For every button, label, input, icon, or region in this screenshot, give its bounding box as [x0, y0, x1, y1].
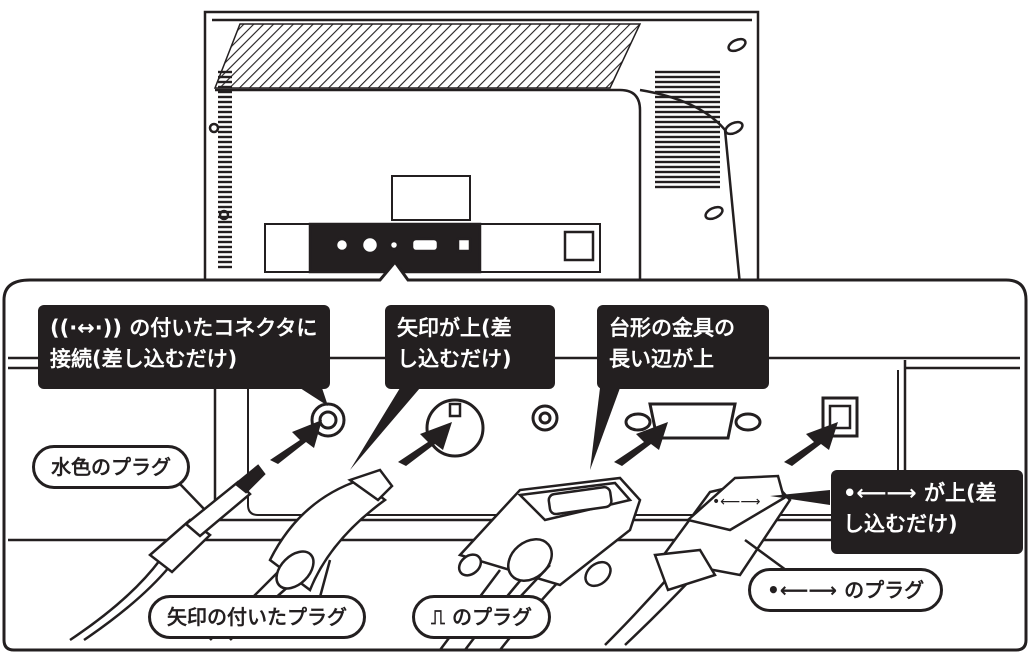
left-vent	[218, 70, 232, 270]
callout-text: し込むだけ)	[843, 512, 958, 536]
label-leaders	[179, 483, 791, 598]
callout-usb-up: •⟵⟶ が上(差 し込むだけ)	[831, 470, 1023, 554]
callout-arrow-up: 矢印が上(差 し込むだけ)	[385, 305, 555, 389]
label-text: 水色のプラグ	[51, 455, 171, 479]
insert-arrow-dsub	[614, 422, 668, 466]
label-arrow-plug: 矢印の付いたプラグ	[148, 595, 366, 639]
insert-arrows	[270, 420, 838, 466]
usb-plug: •⟵⟶	[604, 474, 792, 646]
callout-text: 長い辺が上	[609, 347, 714, 371]
power-socket	[563, 230, 595, 262]
label-text: 矢印の付いたプラグ	[167, 605, 347, 629]
callout-tails	[300, 388, 830, 505]
callout-text: 矢印が上(差	[397, 316, 512, 340]
callout-text: 台形の金具の	[609, 316, 735, 340]
dsub-plug	[438, 476, 642, 651]
label-text: のプラグ	[451, 605, 532, 629]
callout-wireless-connector: ((·↔·)) の付いたコネクタに 接続(差し込むだけ)	[38, 305, 330, 389]
right-vent	[655, 70, 720, 190]
monitor-back	[203, 10, 760, 287]
audio-plug	[69, 464, 266, 642]
callout-text: の付いたコネクタに	[129, 316, 318, 340]
usb-icon: •⟵⟶	[843, 481, 917, 505]
callout-text: が上(差	[923, 481, 997, 505]
label-light-blue-plug: 水色のプラグ	[32, 445, 190, 489]
insert-arrow-svideo	[398, 422, 452, 466]
label-text: のプラグ	[844, 578, 925, 602]
svg-text:•⟵⟶: •⟵⟶	[712, 494, 760, 510]
wireless-audio-icon: ((·↔·))	[50, 316, 122, 340]
callout-text: し込むだけ)	[397, 347, 512, 371]
display-port-icon: ⎍	[431, 605, 445, 629]
insert-arrow-usb	[784, 422, 838, 466]
label-plate	[391, 175, 471, 221]
label-usb-plug: •⟵⟶ のプラグ	[748, 568, 944, 612]
callout-text: 接続(差し込むだけ)	[50, 347, 238, 371]
top-vent-grille	[213, 23, 642, 89]
usb-icon: •⟵⟶	[767, 578, 838, 602]
insert-arrow-audio	[270, 420, 322, 464]
label-monitor-plug: ⎍ のプラグ	[412, 595, 551, 639]
callout-trapezoid-bracket: 台形の金具の 長い辺が上	[597, 305, 769, 389]
